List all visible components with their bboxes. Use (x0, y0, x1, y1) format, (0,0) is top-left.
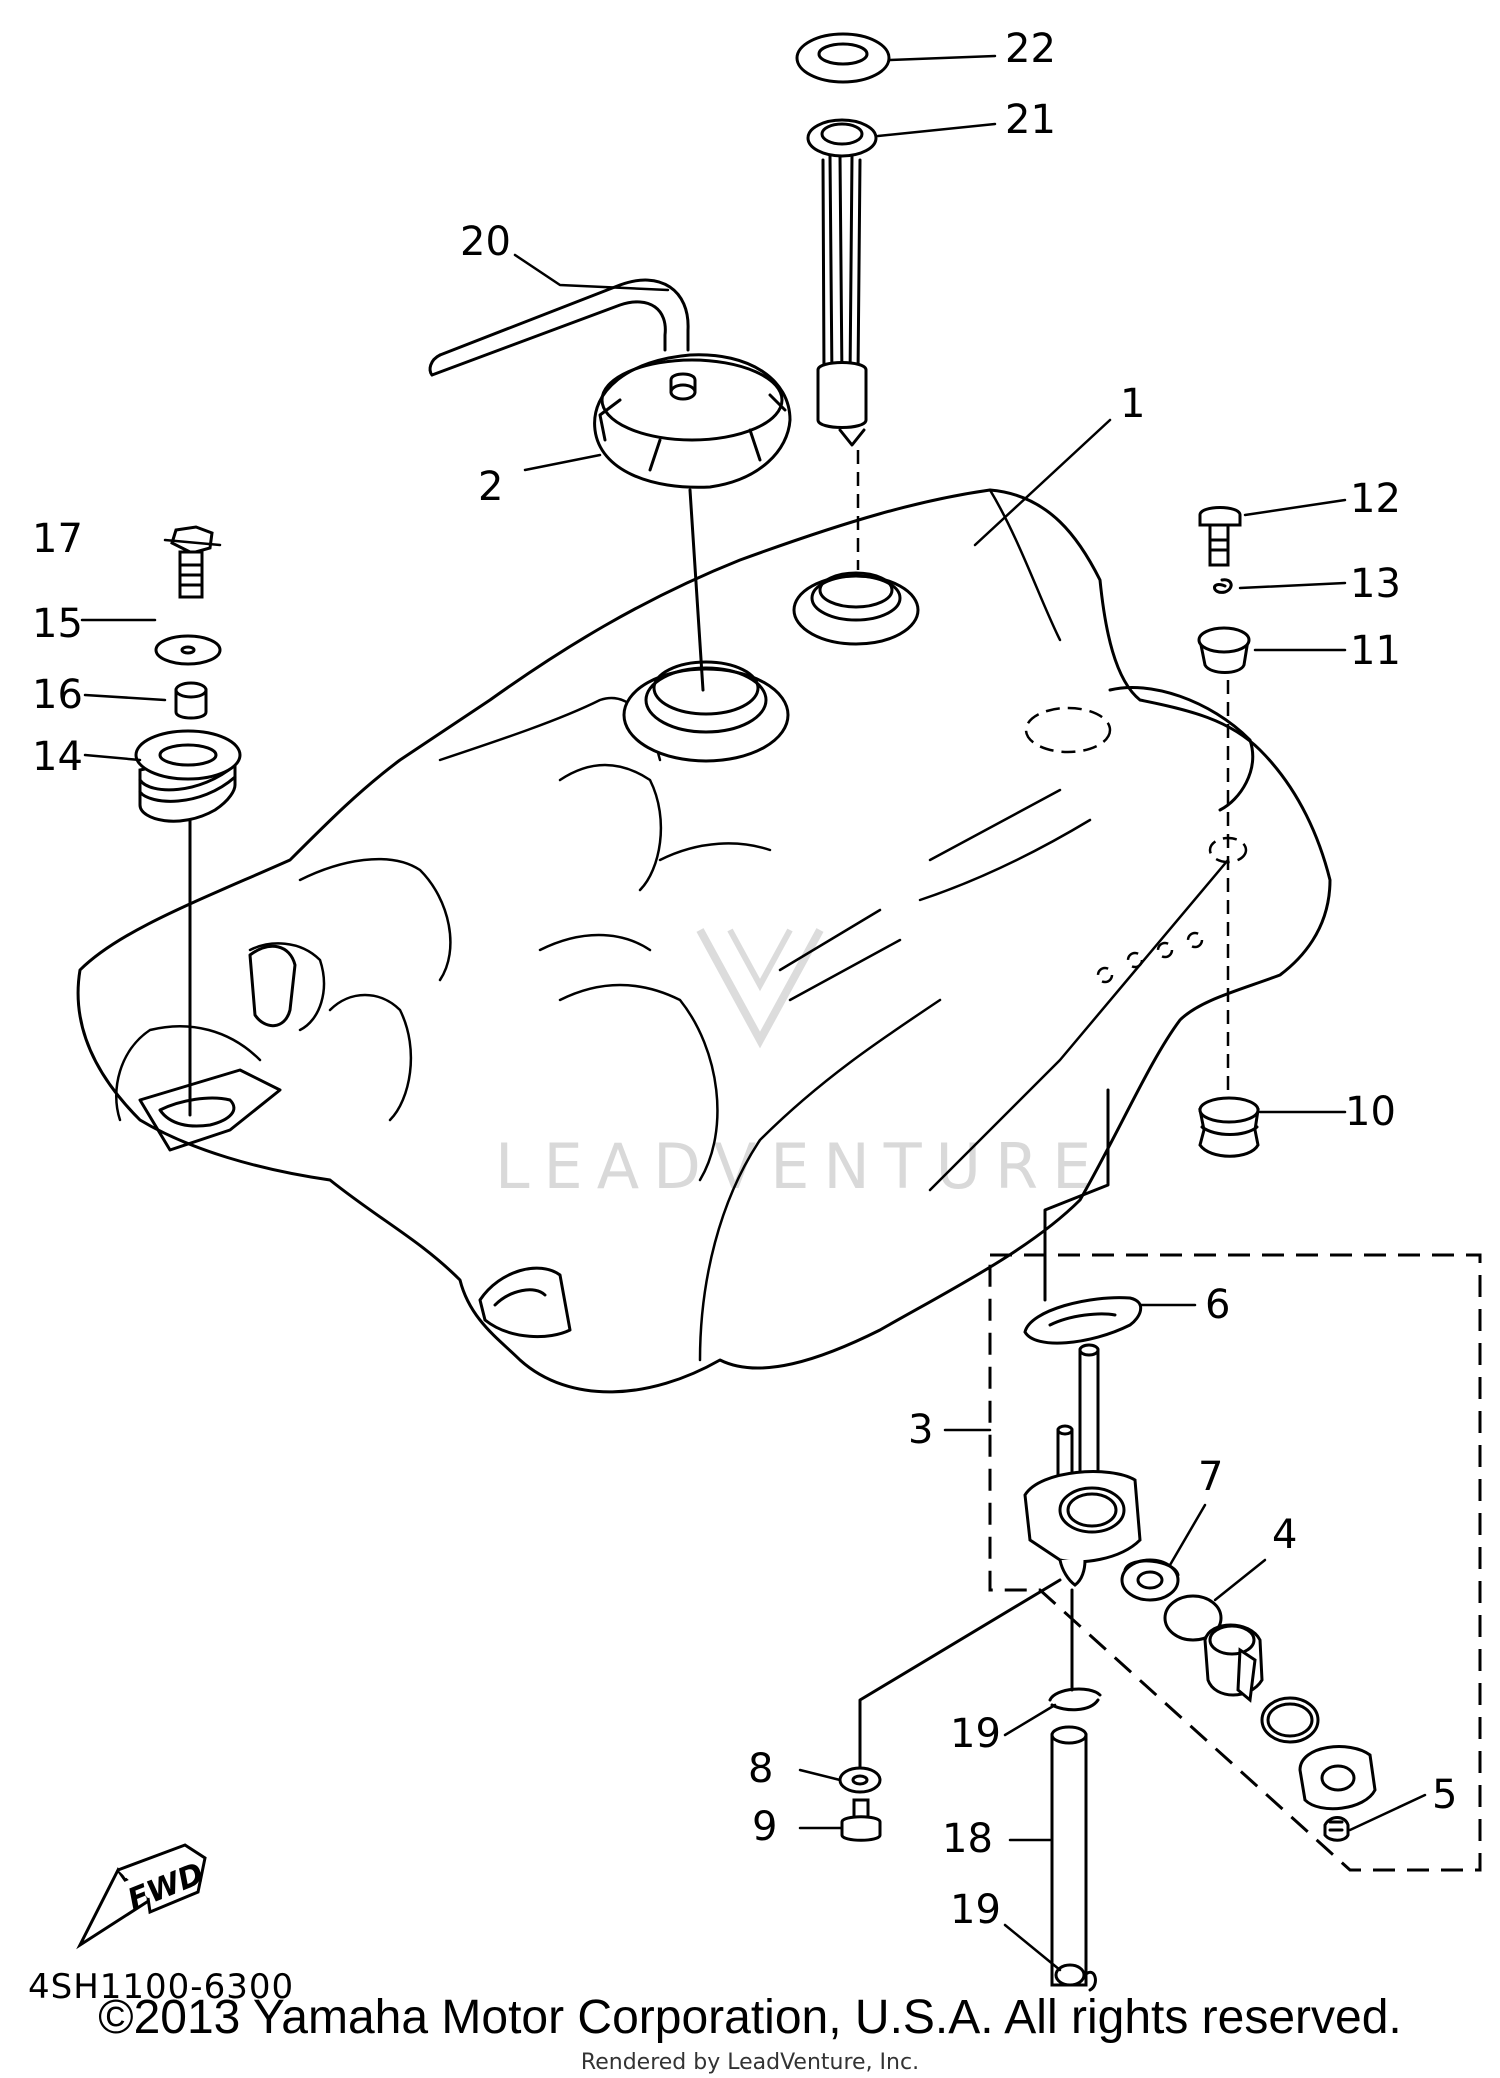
drain-screw-9 (840, 1798, 882, 1842)
damper-10 (1198, 1096, 1260, 1158)
clip-19-lower (1054, 1963, 1097, 1992)
washer-8 (838, 1766, 882, 1794)
seal-ring (1260, 1696, 1320, 1744)
callout-22: 22 (1005, 26, 1056, 72)
callout-labels: 1 2 3 4 5 6 7 8 9 10 11 12 13 14 15 16 1… (32, 26, 1457, 1933)
callout-16: 16 (32, 672, 83, 718)
grommet-14 (134, 729, 242, 823)
callout-19-lower: 19 (950, 1887, 1001, 1933)
fuel-cap (593, 353, 792, 489)
lever (1203, 1623, 1264, 1703)
callout-8: 8 (748, 1746, 773, 1792)
callout-4: 4 (1272, 1512, 1297, 1558)
rendered-by-notice: Rendered by LeadVenture, Inc. (580, 2050, 920, 2075)
o-ring-7 (1120, 1558, 1180, 1602)
fuel-cock-body (1023, 1343, 1142, 1587)
callout-21: 21 (1005, 97, 1056, 143)
breather-hose (428, 278, 690, 377)
callout-3: 3 (908, 1407, 933, 1453)
fuel-cock-guide-line (1043, 1088, 1110, 1302)
callout-11: 11 (1350, 628, 1401, 674)
plate (1298, 1745, 1377, 1811)
callout-5: 5 (1432, 1772, 1457, 1818)
callout-12: 12 (1350, 476, 1401, 522)
callout-18: 18 (942, 1816, 993, 1862)
screw-guide-line (858, 1578, 1062, 1772)
callout-6: 6 (1205, 1282, 1230, 1328)
callout-13: 13 (1350, 561, 1401, 607)
cap-guide-line (688, 488, 705, 692)
collar-11 (1197, 626, 1251, 674)
callout-19-upper: 19 (950, 1711, 1001, 1757)
filler-neck (622, 660, 790, 763)
callout-17: 17 (32, 516, 83, 562)
fuel-hose-18 (1050, 1725, 1088, 1987)
collar-16 (174, 681, 208, 720)
fuel-sender-unit (806, 118, 878, 447)
washer-15 (154, 634, 222, 666)
diagram-code: 4SH1100-6300 (28, 1967, 294, 2007)
clip-19-upper (1048, 1687, 1102, 1712)
fwd-arrow: FWD (76, 1843, 209, 1950)
fuel-cock-assembly-box (988, 1253, 1482, 1872)
screw-5 (1323, 1816, 1350, 1842)
callout-7: 7 (1198, 1454, 1223, 1500)
sender-port (792, 571, 920, 646)
copyright-notice: ©2013 Yamaha Motor Corporation, U.S.A. A… (98, 1991, 1402, 2044)
callout-10: 10 (1345, 1089, 1396, 1135)
callout-20: 20 (460, 219, 511, 265)
o-ring-4 (1163, 1594, 1223, 1642)
watermark-text: LEADVENTURE (495, 1130, 1105, 1203)
callout-9: 9 (752, 1804, 777, 1850)
bolt-17 (170, 525, 214, 599)
callout-14: 14 (32, 734, 83, 780)
sender-cap-22 (795, 32, 891, 84)
leader-lines (80, 54, 1427, 1972)
callout-15: 15 (32, 601, 83, 647)
callout-1: 1 (1120, 381, 1145, 427)
callout-2: 2 (478, 464, 503, 510)
lock-washer-13 (1213, 578, 1233, 594)
watermark: LEADVENTURE (495, 928, 1105, 1203)
gasket-6 (1023, 1296, 1143, 1345)
bolt-12 (1198, 506, 1242, 567)
